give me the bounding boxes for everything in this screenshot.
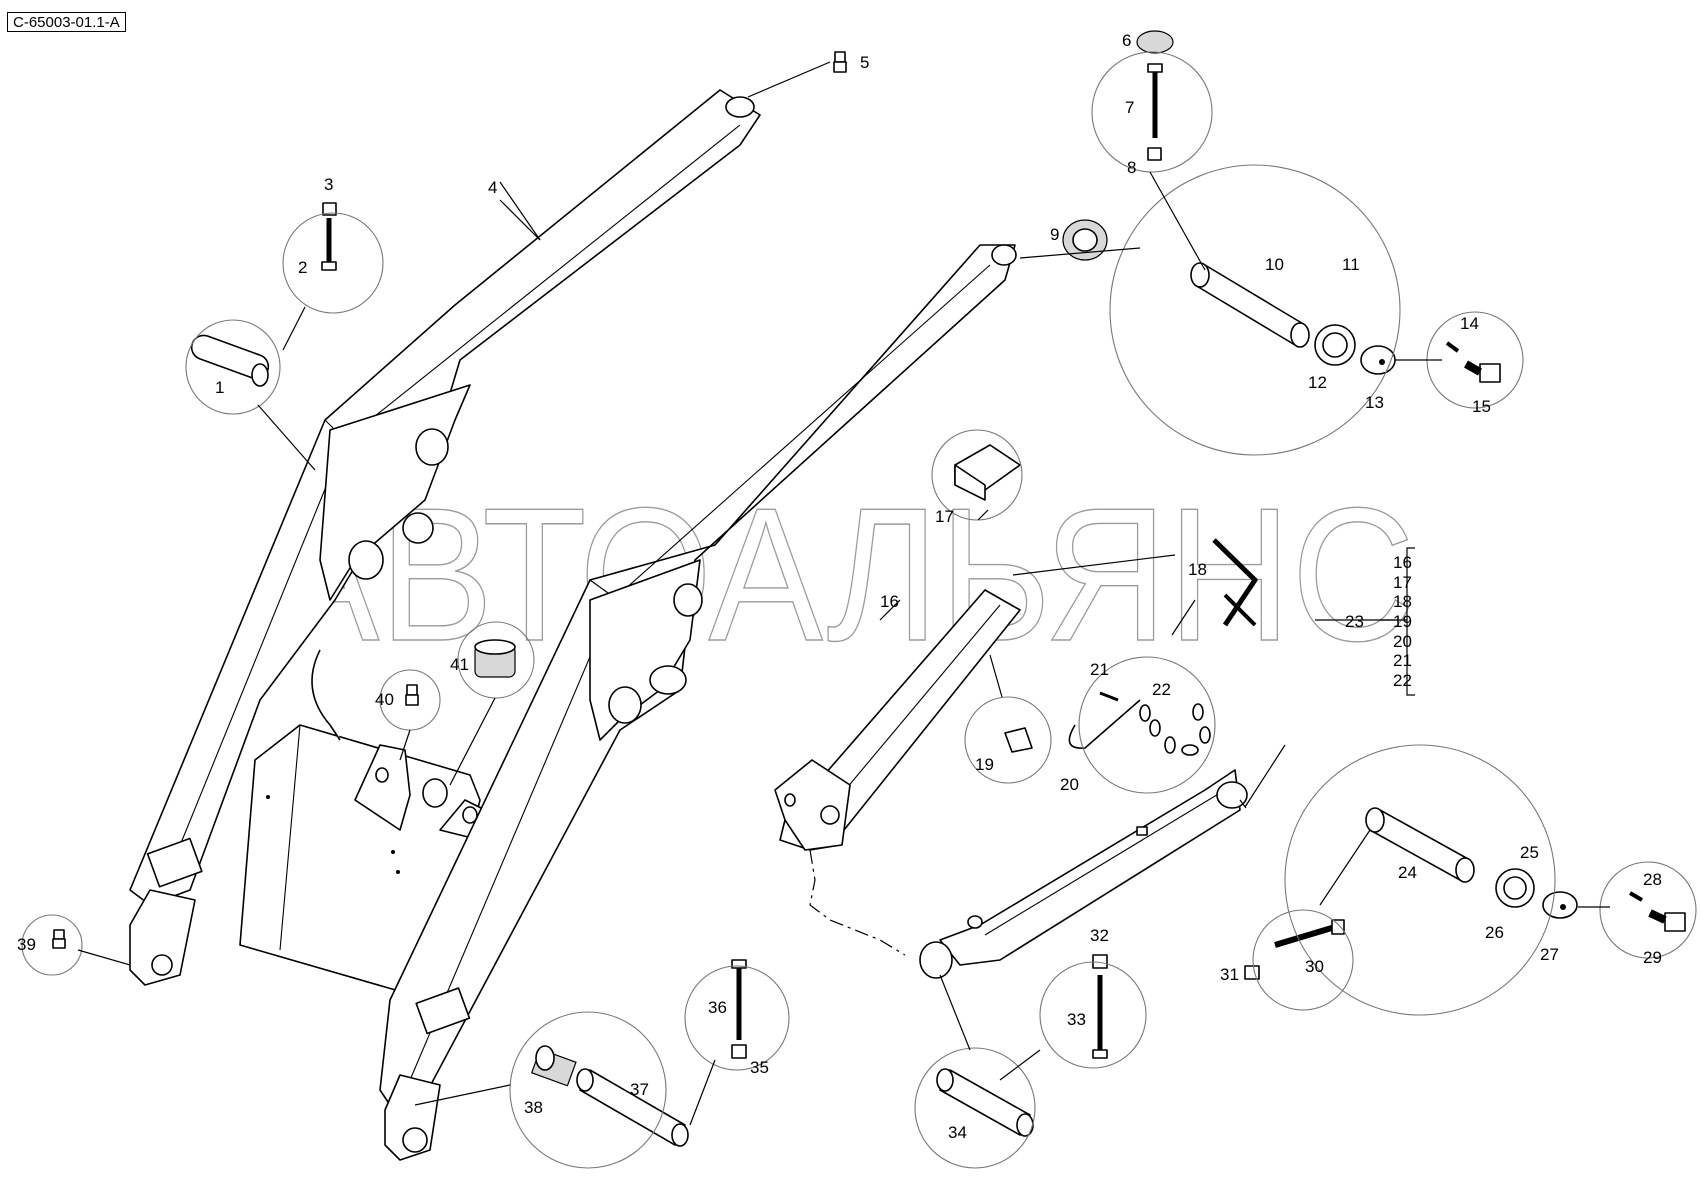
part-3-nut xyxy=(322,202,337,216)
callout-16-marker: 16 xyxy=(840,597,842,599)
part-20-clip xyxy=(1068,699,1141,749)
callout-22: 22 xyxy=(1152,680,1171,699)
callout-36: 36 xyxy=(708,998,727,1017)
callout-19: 19 xyxy=(975,755,994,774)
part-7-bolt xyxy=(1147,63,1163,138)
callout-6: 6 xyxy=(1122,31,1131,50)
part-13-plate xyxy=(1360,345,1396,375)
kit-item-16: 16 xyxy=(1393,553,1412,572)
callout-39: 39 xyxy=(17,935,36,954)
part-1-pin xyxy=(190,334,270,387)
callout-11: 11 xyxy=(1342,255,1360,274)
callout-21: 21 xyxy=(1090,660,1109,679)
callout-10: 10 xyxy=(1265,255,1284,274)
callout-7: 7 xyxy=(1125,98,1134,117)
part-25-26-washers xyxy=(1495,868,1535,908)
part-31-nut xyxy=(1244,965,1260,980)
callout-29: 29 xyxy=(1643,948,1662,967)
callout-1: 1 xyxy=(215,378,224,397)
callout-18: 18 xyxy=(1188,560,1207,579)
part-21-pin xyxy=(1099,691,1119,702)
kit-item-21: 21 xyxy=(1393,651,1412,670)
part-36-bolt xyxy=(731,959,747,1040)
callout-15: 15 xyxy=(1472,397,1491,416)
callout-3: 3 xyxy=(324,175,333,194)
kit-group-bracket xyxy=(1380,547,1415,696)
kit-item-18: 18 xyxy=(1393,592,1412,611)
part-27-plate xyxy=(1542,891,1578,919)
part-40-grease-nipple xyxy=(405,684,419,706)
leader-lines xyxy=(77,61,1610,1126)
callout-38: 38 xyxy=(524,1098,543,1117)
left-boom-arm xyxy=(129,89,761,986)
callout-35: 35 xyxy=(750,1058,769,1077)
callout-24: 24 xyxy=(1398,863,1417,882)
kit-item-22: 22 xyxy=(1393,671,1412,690)
callout-17: 17 xyxy=(935,507,954,526)
part-29-bolt xyxy=(1648,909,1686,932)
part-8-nut xyxy=(1147,147,1162,161)
callout-41: 41 xyxy=(450,655,469,674)
callout-33: 33 xyxy=(1067,1010,1086,1029)
part-2-bolt xyxy=(321,218,337,271)
callout-30: 30 xyxy=(1305,957,1324,976)
part-17-block xyxy=(954,444,1021,501)
callout-8: 8 xyxy=(1127,158,1136,177)
callout-23: 23 xyxy=(1345,612,1364,631)
kit-item-20: 20 xyxy=(1393,632,1412,651)
watermark-text: АВТОАЛЬЯНС xyxy=(265,469,1415,681)
part-22-chain xyxy=(1139,703,1211,756)
hydraulic-cylinder xyxy=(774,589,1248,979)
callout-labels: 1 2 3 4 5 6 7 8 9 10 11 12 13 14 15 16 1… xyxy=(17,31,1662,1142)
callout-16: 16 xyxy=(880,592,899,611)
callout-9: 9 xyxy=(1050,225,1059,244)
callout-27: 27 xyxy=(1540,945,1559,964)
part-39-grease-nipple xyxy=(52,929,66,949)
kit-item-list: 16 17 18 19 20 21 22 xyxy=(1393,553,1412,690)
callout-2: 2 xyxy=(298,258,307,277)
callout-12: 12 xyxy=(1308,373,1327,392)
callout-4: 4 xyxy=(488,178,497,197)
part-24-pin xyxy=(1365,807,1475,883)
part-18-pin xyxy=(1212,538,1258,627)
part-37-pin xyxy=(576,1068,689,1147)
part-38-bushing xyxy=(530,1045,577,1087)
callout-13: 13 xyxy=(1365,393,1384,412)
part-6-cap xyxy=(1136,30,1174,54)
callout-25: 25 xyxy=(1520,843,1539,862)
part-30-bolt xyxy=(1274,919,1345,948)
kit-item-17: 17 xyxy=(1393,573,1412,592)
callout-40: 40 xyxy=(375,690,394,709)
part-41-bushing xyxy=(474,639,516,678)
callout-20: 20 xyxy=(1060,775,1079,794)
callout-34: 34 xyxy=(948,1123,967,1142)
part-15-bolt xyxy=(1464,360,1501,383)
callout-28: 28 xyxy=(1643,870,1662,889)
callout-31: 31 xyxy=(1220,965,1239,984)
part-35-nut xyxy=(731,1044,747,1059)
part-11-12-washers xyxy=(1314,324,1356,366)
drawing-reference-code: C-65003-01.1-A xyxy=(7,12,126,32)
part-9-bushing xyxy=(1062,219,1108,261)
callout-32: 32 xyxy=(1090,926,1109,945)
detail-circles xyxy=(21,51,1697,1169)
part-33-bolt xyxy=(1092,975,1108,1059)
callout-37: 37 xyxy=(630,1080,649,1099)
callout-26: 26 xyxy=(1485,923,1504,942)
callout-5: 5 xyxy=(860,53,869,72)
kit-item-19: 19 xyxy=(1393,612,1412,631)
part-34-pin xyxy=(936,1068,1034,1137)
part-5-grease-nipple xyxy=(833,51,847,73)
part-19-pad xyxy=(1004,727,1033,753)
right-boom-arm xyxy=(379,244,1017,1161)
callout-14: 14 xyxy=(1460,314,1479,333)
part-10-pin xyxy=(1190,262,1310,348)
part-14-pin xyxy=(1445,341,1460,353)
part-28-pin xyxy=(1628,891,1644,902)
